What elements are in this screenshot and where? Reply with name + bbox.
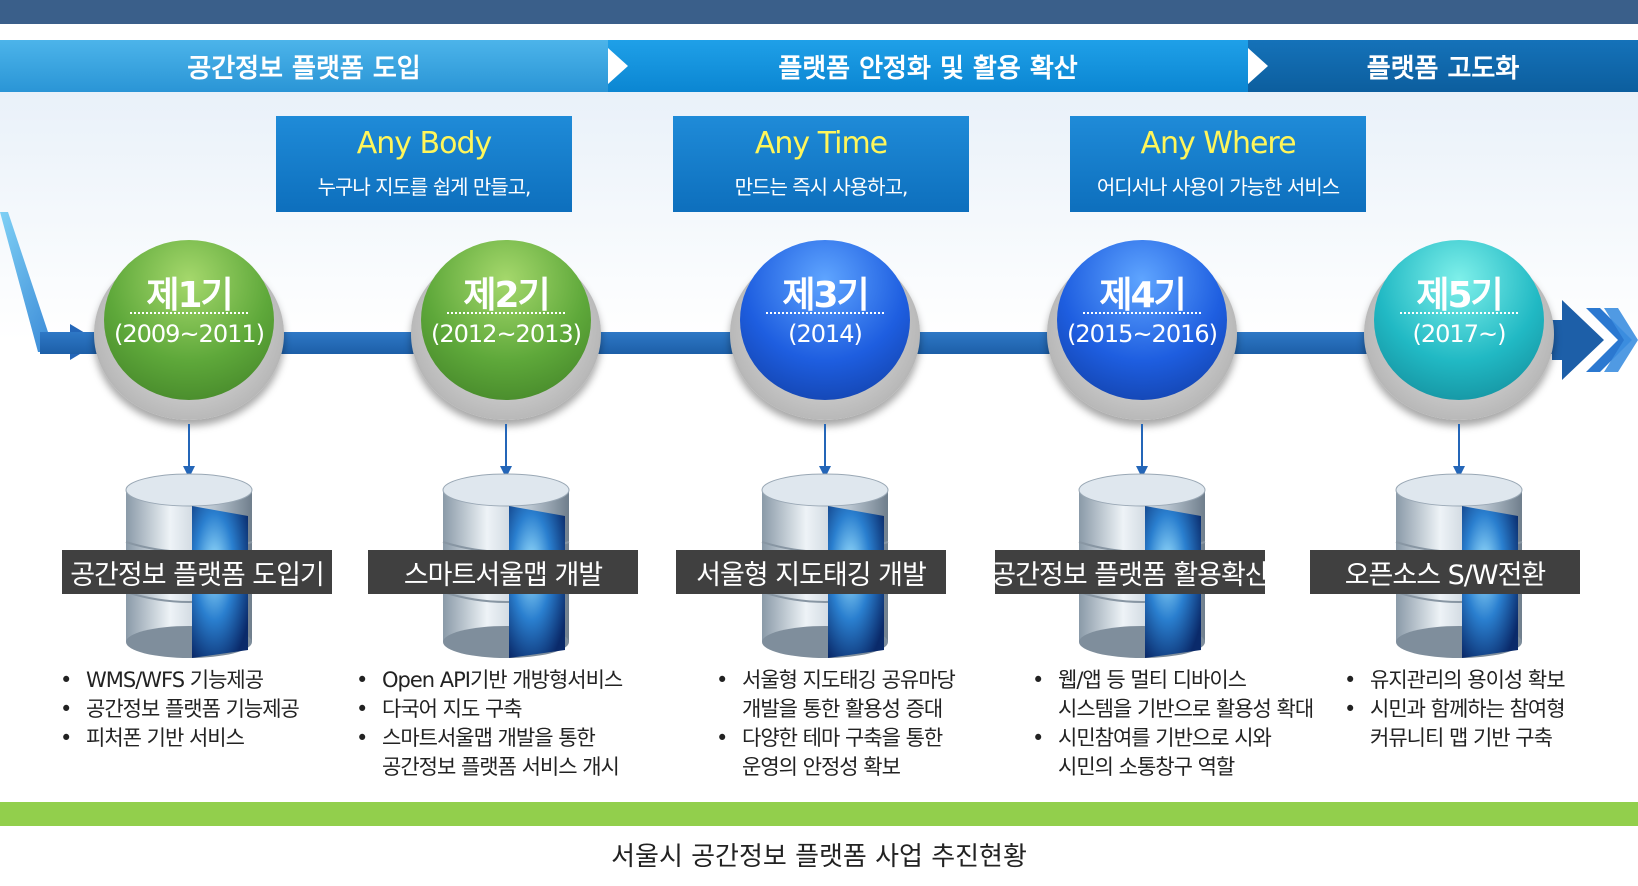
stage-label-5: 오픈소스 S/W전환: [1310, 550, 1580, 594]
circle-top: [1374, 240, 1544, 400]
generation-label: 제2기: [463, 275, 550, 316]
down-arrow-icon: [183, 424, 195, 478]
phase-1: 공간정보 플랫폼 도입: [0, 40, 608, 92]
generation-years: (2017~): [1412, 320, 1507, 348]
generation-label: 제3기: [782, 275, 869, 316]
down-arrow-icon: [1136, 424, 1148, 478]
generation-4: 제4기 (2015~2016): [1047, 240, 1237, 420]
top-stripe: [0, 0, 1638, 24]
generation-years: (2015~2016): [1067, 320, 1218, 348]
circle-top: [1057, 240, 1227, 400]
down-arrow-icon: [819, 424, 831, 478]
generation-2: 제2기 (2012~2013): [411, 240, 601, 420]
bullet-line: 운영의 안정성 확보: [742, 755, 901, 779]
bullet-list-1: WMS/WFS 기능제공 공간정보 플랫폼 기능제공 피처폰 기반 서비스: [60, 666, 300, 753]
circle-top: [740, 240, 910, 400]
down-arrow-icon: [500, 424, 512, 478]
generation-1: 제1기 (2009~2011): [94, 240, 284, 420]
bullet-line: 시민참여를 기반으로 시와: [1058, 726, 1272, 750]
stage-label-2: 스마트서울맵 개발: [368, 550, 638, 594]
phase-1-label: 공간정보 플랫폼 도입: [187, 53, 421, 84]
phase-2: 플랫폼 안정화 및 활용 확산: [608, 40, 1248, 92]
generation-label: 제5기: [1416, 275, 1503, 316]
bullet-line: 커뮤니티 맵 기반 구축: [1370, 726, 1553, 750]
bullet-line: 공간정보 플랫폼 서비스 개시: [382, 755, 620, 779]
bottom-green-bar: [0, 802, 1638, 826]
phase-arrow-2: [1248, 48, 1268, 84]
generation-5: 제5기 (2017~): [1364, 240, 1554, 420]
bullet-line: 다양한 테마 구축을 통한: [742, 726, 943, 750]
phase-2-label: 플랫폼 안정화 및 활용 확산: [778, 53, 1078, 84]
generation-3: 제3기 (2014): [730, 240, 920, 420]
dotted-divider: [1083, 312, 1201, 314]
any-box-title: Any Time: [754, 126, 888, 161]
list-item: 다국어 지도 구축: [356, 695, 622, 724]
any-box-subtitle: 만드는 즉시 사용하고,: [734, 175, 909, 199]
list-item: 공간정보 플랫폼 기능제공: [60, 695, 300, 724]
bullet-line: 개발을 통한 활용성 증대: [742, 697, 943, 721]
dotted-divider: [766, 312, 884, 314]
phase-3: 플랫폼 고도화: [1248, 40, 1638, 92]
any-box-title: Any Where: [1140, 126, 1296, 161]
bullet-line: 서울형 지도태깅 공유마당: [742, 668, 956, 692]
stage-label-1: 공간정보 플랫폼 도입기: [62, 550, 332, 594]
bullet-line: 시민의 소통창구 역할: [1058, 755, 1235, 779]
figure-caption: 서울시 공간정보 플랫폼 사업 추진현황: [611, 842, 1027, 872]
generation-label: 제4기: [1099, 275, 1186, 316]
top-gap: [0, 24, 1638, 40]
bullet-line: 유지관리의 용이성 확보: [1370, 668, 1566, 692]
stage-label-3: 서울형 지도태깅 개발: [676, 550, 946, 594]
down-arrow-icon: [1453, 424, 1465, 478]
list-item: 유지관리의 용이성 확보: [1344, 666, 1566, 695]
timeline-end-arrow: [1552, 300, 1638, 380]
bullet-line: 피처폰 기반 서비스: [86, 726, 245, 750]
dotted-divider: [1400, 312, 1518, 314]
bullet-line: 시스템을 기반으로 활용성 확대: [1058, 697, 1314, 721]
circle-top: [104, 240, 274, 400]
any-body-box: Any Body 누구나 지도를 쉽게 만들고,: [276, 116, 572, 212]
bullet-list-2: Open API기반 개방형서비스 다국어 지도 구축 스마트서울맵 개발을 통…: [356, 666, 623, 782]
database-icon: [442, 473, 570, 658]
any-box-subtitle: 어디서나 사용이 가능한 서비스: [1096, 175, 1340, 199]
any-box-subtitle: 누구나 지도를 쉽게 만들고,: [317, 175, 532, 199]
list-item: Open API기반 개방형서비스: [356, 666, 623, 695]
stage-label-4: 공간정보 플랫폼 활용확산: [991, 550, 1270, 594]
bullet-line: 웹/앱 등 멀티 디바이스: [1058, 668, 1247, 692]
bullet-line: WMS/WFS 기능제공: [86, 668, 264, 692]
list-item: 피처폰 기반 서비스: [60, 724, 299, 753]
bullet-line: 시민과 함께하는 참여형: [1370, 697, 1566, 721]
generation-years: (2014): [788, 320, 863, 348]
circle-top: [421, 240, 591, 400]
generation-years: (2012~2013): [431, 320, 582, 348]
list-item: WMS/WFS 기능제공: [60, 666, 299, 695]
bullet-line: 다국어 지도 구축: [382, 697, 523, 721]
any-where-box: Any Where 어디서나 사용이 가능한 서비스: [1070, 116, 1366, 212]
any-box-title: Any Body: [356, 126, 493, 161]
phase-arrow-1: [608, 48, 628, 84]
dotted-divider: [130, 312, 248, 314]
phase-3-label: 플랫폼 고도화: [1366, 53, 1520, 84]
bullet-line: 스마트서울맵 개발을 통한: [382, 726, 596, 750]
dotted-divider: [447, 312, 565, 314]
generation-label: 제1기: [146, 275, 233, 316]
bullet-line: Open API기반 개방형서비스: [382, 668, 623, 692]
generation-years: (2009~2011): [114, 320, 265, 348]
any-time-box: Any Time 만드는 즉시 사용하고,: [673, 116, 969, 212]
bullet-line: 공간정보 플랫폼 기능제공: [86, 697, 300, 721]
